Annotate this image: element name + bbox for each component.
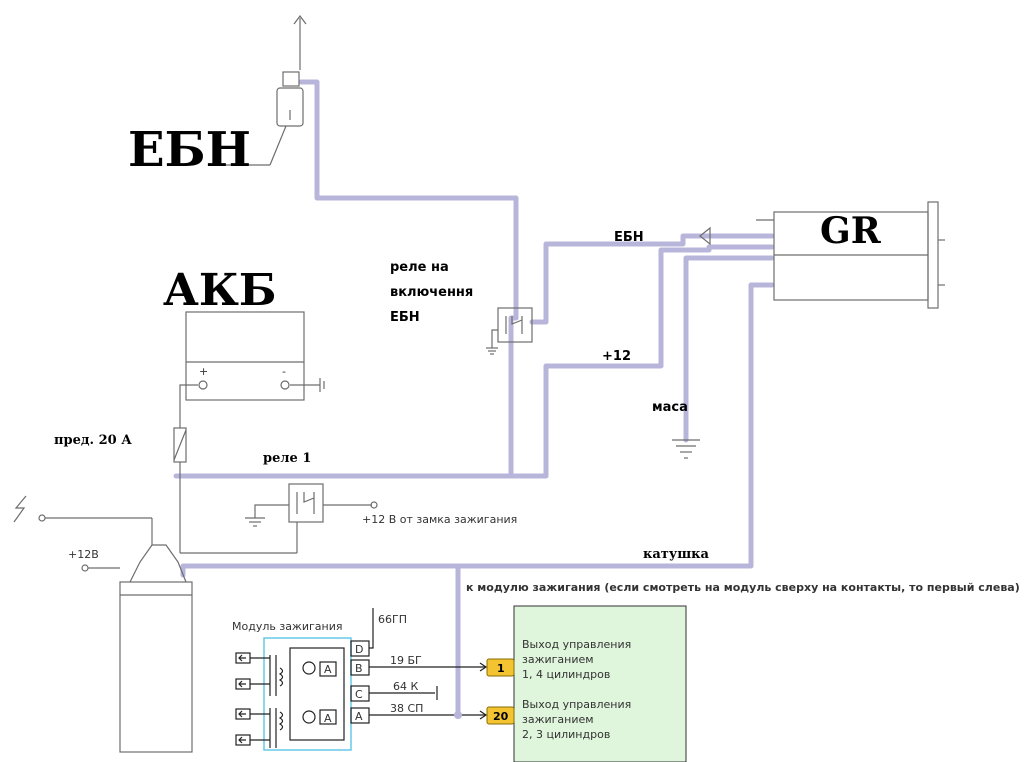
fuse: пред. 20 А [54, 427, 297, 554]
wire-coil-left [180, 563, 461, 578]
pin-d: D [355, 643, 363, 656]
ecu-out2-line2: зажиганием [522, 713, 594, 726]
coil-body [119, 581, 193, 753]
relay-1: реле 1 +12 В от замка зажигания [245, 451, 517, 553]
ecu-pin-20-label: 20 [493, 710, 509, 723]
wire-ebn-valve [173, 79, 519, 479]
akb-label: АКБ [163, 265, 276, 316]
relay-ebn-line1: реле на [390, 260, 449, 275]
ecu-panel-box [513, 605, 687, 762]
pin-b: B [355, 662, 363, 675]
ecu-pin-20 [486, 706, 515, 725]
ignition-module: Модуль зажигания A A [232, 608, 488, 751]
wire-19-label: 19 БГ [390, 654, 422, 667]
module-title: Модуль зажигания [232, 620, 342, 633]
ecu-panel: 1 20 Выход управления зажиганием 1, 4 ци… [486, 605, 687, 762]
ecu-pin-1 [486, 658, 515, 677]
plus12-gr-label: +12 [602, 349, 631, 364]
ignition-lock-label: +12 В от замка зажигания [362, 513, 517, 526]
wire-64-label: 64 К [393, 680, 418, 693]
ecu-pin-1-label: 1 [497, 662, 505, 675]
module-frame [263, 637, 352, 751]
pin-c: C [355, 688, 363, 701]
ebn-small-label: ЕБН [614, 230, 644, 245]
wire-massa-gr [683, 255, 775, 443]
gr-unit: GR ЕБН +12 маса [602, 201, 945, 459]
coil-plus12v-label: +12В [68, 548, 99, 561]
wire-plus12-gr [508, 244, 775, 479]
ecu-out1-line1: Выход управления [522, 638, 631, 651]
relay-ebn-line2: включення [390, 285, 473, 300]
relay-ebn: реле на включення ЕБН [390, 260, 533, 355]
relay-1-label: реле 1 [263, 451, 311, 466]
battery-plus: + [199, 365, 208, 378]
relay-ebn-box [497, 307, 533, 343]
battery-plus-terminal [198, 380, 208, 390]
coil-label: катушка [643, 547, 710, 562]
ebn-valve: ЕБН [128, 15, 307, 178]
thick-wires [173, 79, 775, 716]
wire-coil [455, 282, 775, 716]
ecu-out2-line1: Выход управления [522, 698, 631, 711]
gr-label: GR [820, 210, 882, 252]
pin-a: A [355, 710, 363, 723]
battery-body [185, 311, 305, 401]
battery-minus-terminal [280, 380, 290, 390]
relay-1-box [288, 483, 324, 523]
fuse-label: пред. 20 А [54, 433, 132, 448]
wire-38-label: 38 СП [390, 702, 423, 715]
ecu-out2-line3: 2, 3 цилиндров [522, 728, 610, 741]
battery: АКБ + - [163, 265, 325, 428]
ecu-out1-line3: 1, 4 цилиндров [522, 668, 610, 681]
massa-label: маса [652, 400, 688, 415]
battery-minus: - [282, 365, 286, 378]
wire-ebn-gr [529, 233, 775, 325]
amp-a-top: A [324, 663, 332, 676]
ignition-coil: +12В катушка к модулю зажигания (если см… [13, 495, 1020, 753]
to-module-label: к модулю зажигания (если смотреть на мод… [466, 581, 1020, 594]
relay-ebn-line3: ЕБН [390, 310, 420, 325]
ebn-label: ЕБН [128, 122, 251, 178]
amp-a-bottom: A [324, 712, 332, 725]
ecu-out1-line2: зажиганием [522, 653, 594, 666]
wire-66-label: 66ГП [378, 613, 407, 626]
